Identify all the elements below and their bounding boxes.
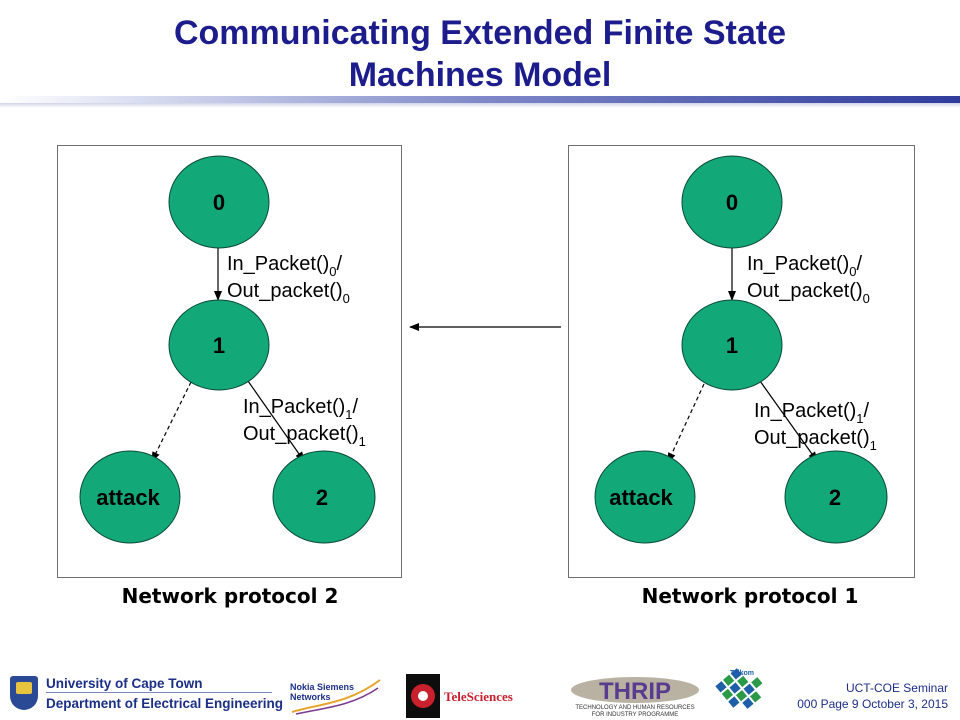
edge-1-to-2-right [759,380,818,462]
edge-1-to-attack-right [667,383,705,463]
state-label-2-right: 2 [829,485,841,510]
university-name: University of Cape Town [46,676,203,691]
nokia-siemens-line1: Nokia Siemens [290,682,354,692]
edge-label-12-line1-left: In_Packet()1/ [243,396,359,422]
state-label-1-left: 1 [213,333,225,358]
telkom-wordmark: Telkom [730,670,754,677]
state-node-1-right [681,299,783,391]
state-node-attack-right [594,450,696,544]
panel-left: 0 1 attack 2 In_Packet()0/ Out_packet()0… [79,155,376,544]
uct-logo-block: University of Cape Town Department of El… [10,672,283,716]
edge-label-12-line2-right: Out_packet()1 [754,427,877,453]
state-node-0-right [681,155,783,249]
uct-crest-icon [10,676,38,710]
thrip-wordmark: THRIP [599,678,671,705]
title-underline-bar [0,96,960,103]
nokia-siemens-logo: Nokia Siemens Networks [290,679,381,715]
edge-label-01-line1-right: In_Packet()0/ [747,253,863,279]
panel-left-caption: Network protocol 2 [121,584,339,608]
thrip-logo: THRIP TECHNOLOGY AND HUMAN RESOURCES FOR… [571,677,699,718]
state-label-0-right: 0 [726,190,738,215]
edge-label-01-line2-right: Out_packet()0 [747,280,870,306]
state-node-attack-left [79,450,181,544]
nokia-swoosh-orange [291,679,381,713]
nokia-swoosh-purple [295,687,379,715]
thrip-oval [571,677,699,703]
panel-right: 0 1 attack 2 In_Packet()0/ Out_packet()0… [594,155,888,544]
state-label-2-left: 2 [316,485,328,510]
telkom-logo: Telkom [715,668,763,709]
footer-note-line1: UCT-COE Seminar [845,681,948,695]
state-label-1-right: 1 [726,333,738,358]
thrip-tagline-line2: FOR INDUSTRY PROGRAMME [592,712,678,718]
nokia-siemens-line2: Networks [290,692,331,702]
slide-title-line1: Communicating Extended Finite State [173,14,787,52]
telesciences-wordmark: TeleSciences [444,689,513,704]
telesciences-mark-center [418,691,428,701]
department-name: Department of Electrical Engineering [46,696,284,711]
thrip-tagline-line1: TECHNOLOGY AND HUMAN RESOURCES [575,705,694,711]
state-label-attack-left: attack [96,485,160,510]
panel-right-caption: Network protocol 1 [641,584,859,608]
edge-label-01-line2-left: Out_packet()0 [227,280,350,306]
footer-note: UCT-COE Seminar 000 Page 9 October 3, 20… [797,680,948,712]
state-node-2-right [784,450,888,544]
footer-note-line2: 000 Page 9 October 3, 2015 [797,697,948,711]
state-label-attack-right: attack [609,485,673,510]
state-label-0-left: 0 [213,190,225,215]
state-node-2-left [272,450,376,544]
uct-divider [46,692,272,693]
edge-label-01-line1-left: In_Packet()0/ [227,253,343,279]
state-node-0-left [168,155,270,249]
edge-label-12-line2-left: Out_packet()1 [243,423,366,449]
edge-1-to-attack-left [151,381,192,462]
slide-title: Communicating Extended Finite State Mach… [0,12,960,96]
edge-1-to-2-left [247,380,305,462]
telkom-diamond-icon [715,668,763,709]
slide-title-line2: Machines Model [348,56,612,94]
edge-label-12-line1-right: In_Packet()1/ [754,400,870,426]
title-underline-shadow [0,103,960,108]
state-node-1-left [168,299,270,391]
telesciences-logo: TeleSciences [406,674,513,718]
